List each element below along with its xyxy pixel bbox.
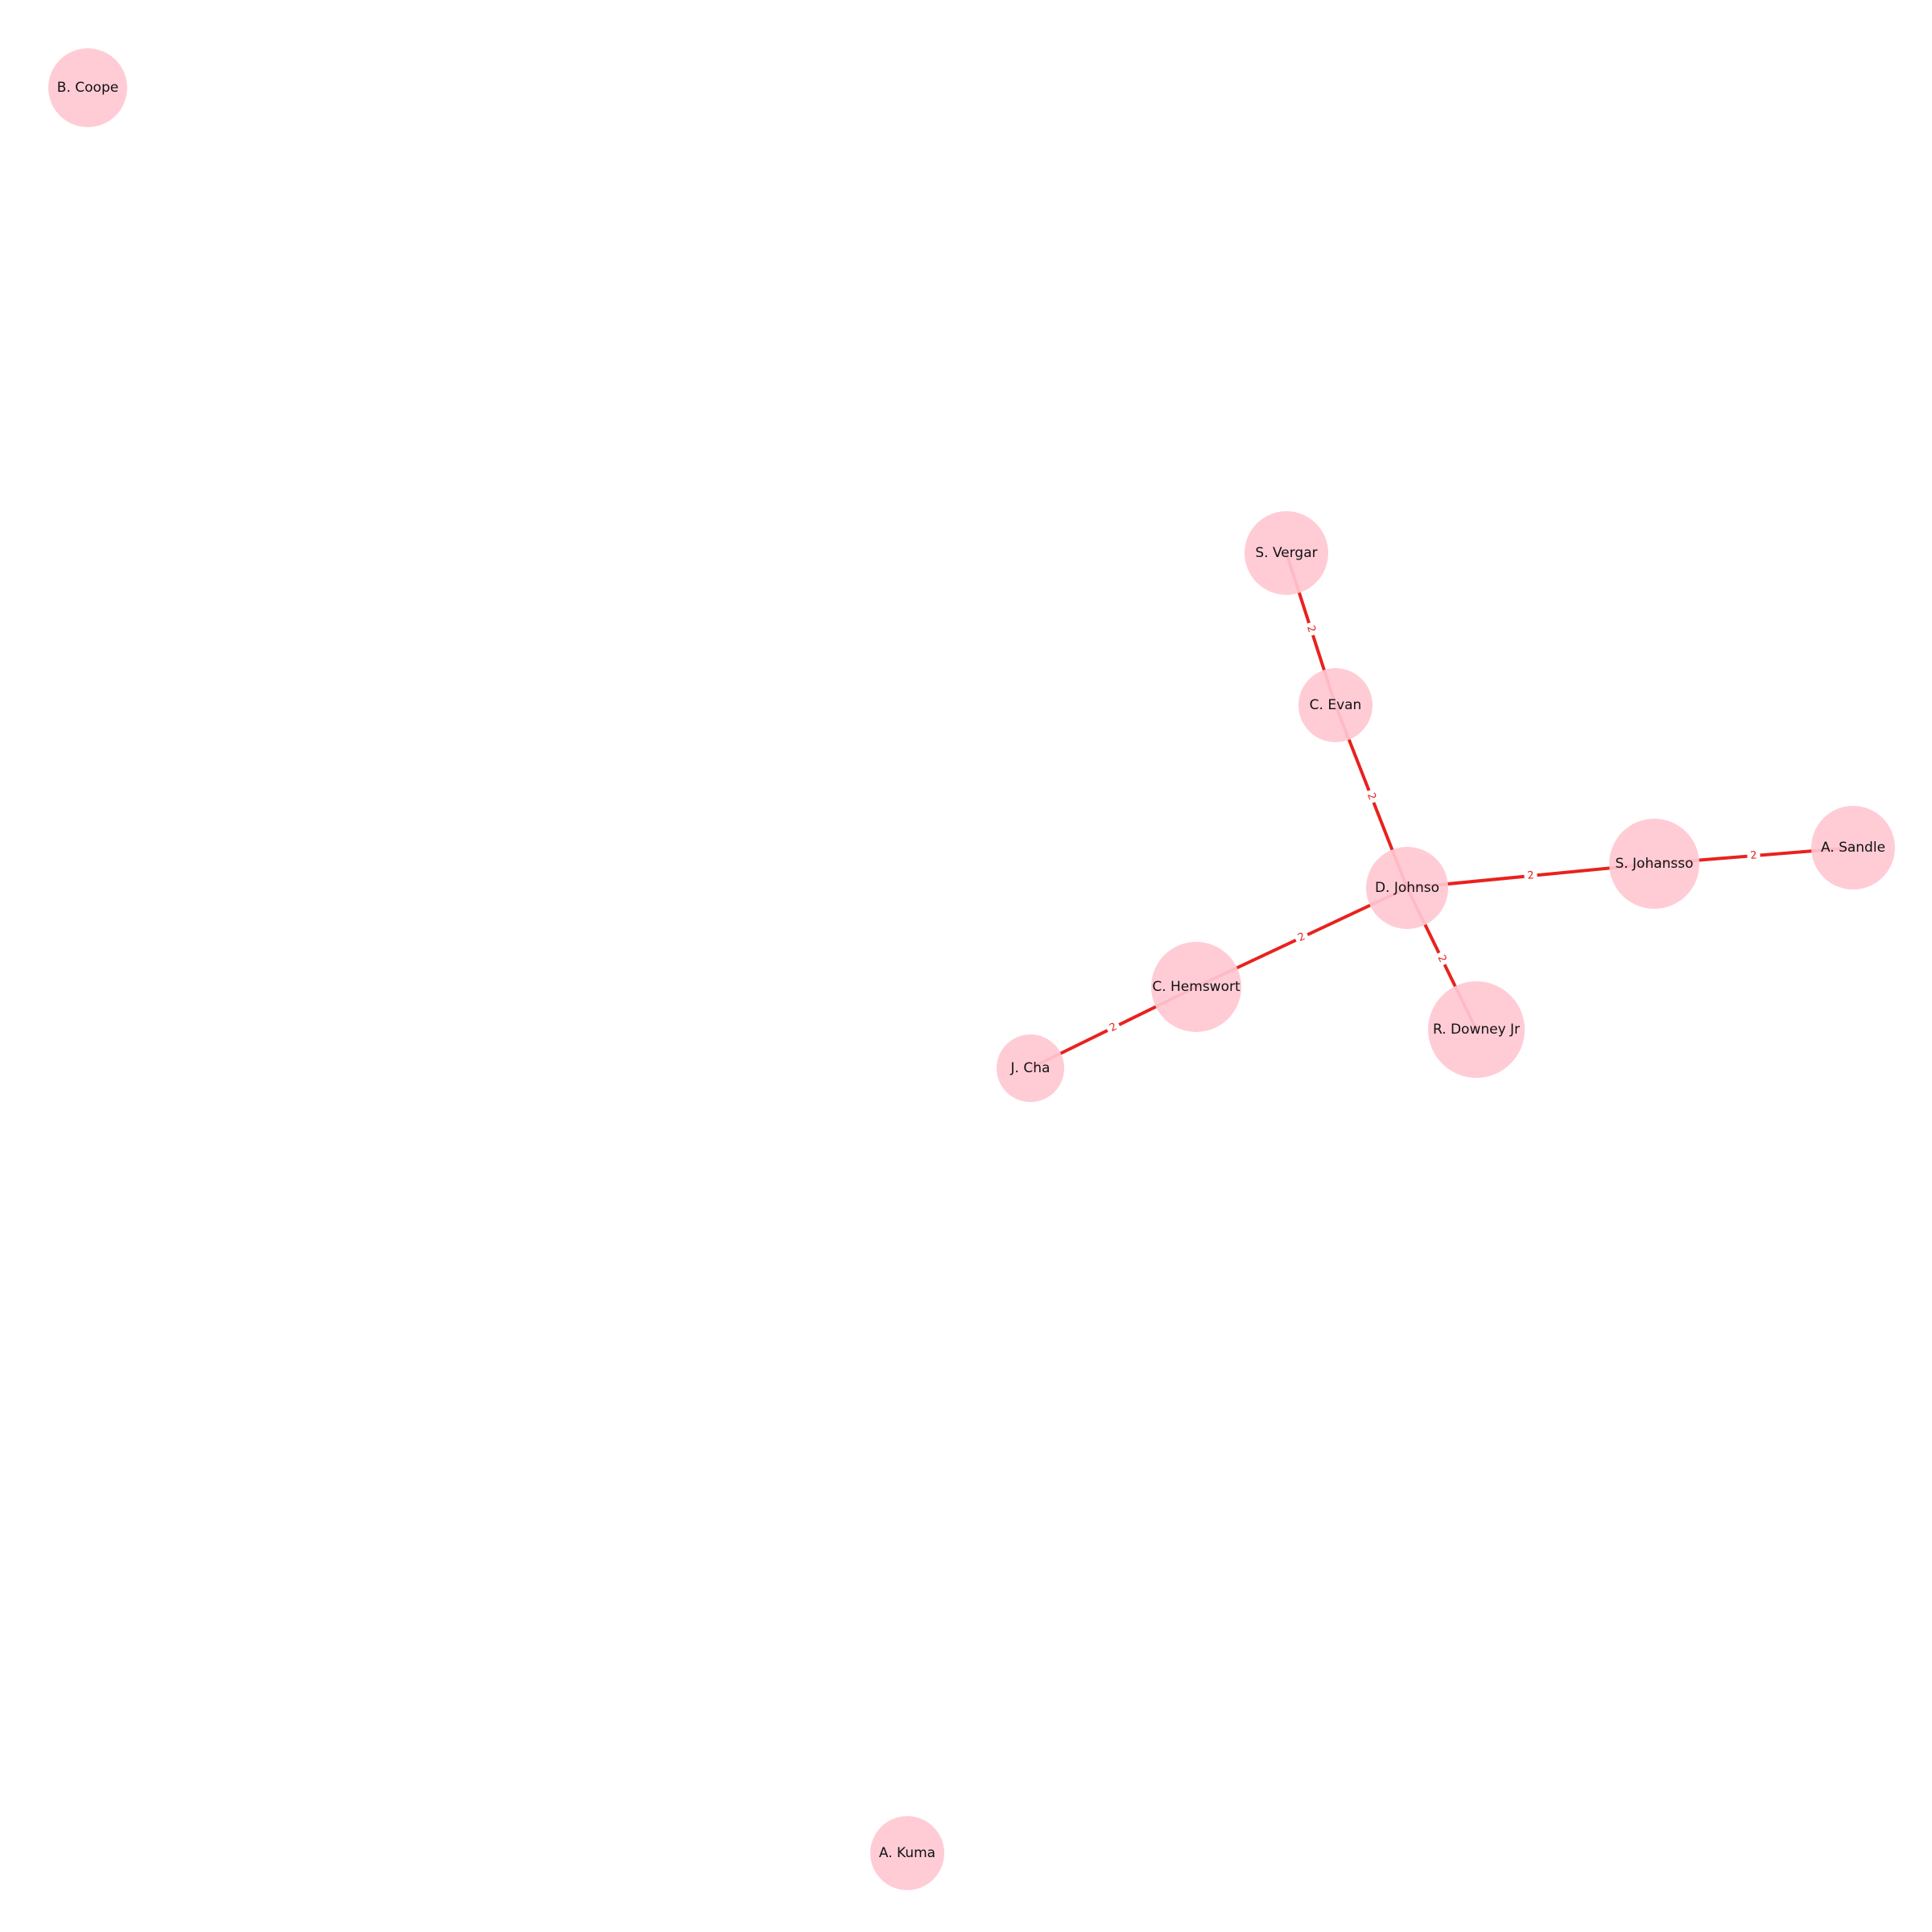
node-label: S. Vergar — [1255, 545, 1317, 561]
nodes-layer: B. Coope S. Vergar C. Evan D. Johnso S. Joha… — [48, 48, 1895, 1890]
edge-weight-label: 2 — [1292, 927, 1311, 947]
node-c_hemswort: C. Hemswort — [1151, 942, 1241, 1032]
node-circle — [1366, 847, 1448, 929]
node-label: J. Cha — [1010, 1060, 1051, 1076]
node-circle — [997, 1034, 1064, 1102]
edge-weight-label: 2 — [1302, 621, 1320, 638]
node-label: B. Coope — [57, 80, 118, 96]
node-b_coope: B. Coope — [48, 48, 127, 127]
edge-weight-label: 2 — [1746, 848, 1761, 864]
node-label: A. Sandle — [1821, 840, 1885, 856]
edge-weight-label: 2 — [1432, 949, 1451, 968]
node-a_kuma: A. Kuma — [870, 1816, 944, 1890]
node-label: D. Johnso — [1375, 880, 1439, 896]
node-label: R. Downey Jr — [1433, 1022, 1520, 1038]
node-d_johnso: D. Johnso — [1366, 847, 1448, 929]
edge-label-background — [1302, 621, 1320, 638]
node-s_vergar: S. Vergar — [1245, 511, 1328, 595]
edge-weight-label: 2 — [1362, 787, 1381, 806]
edge-weight-label: 2 — [1523, 868, 1538, 884]
node-circle — [1245, 511, 1328, 595]
edge-label-background — [1104, 1018, 1123, 1038]
node-j_cha: J. Cha — [997, 1034, 1064, 1102]
node-circle — [1609, 819, 1699, 909]
node-label: S. Johansso — [1615, 856, 1693, 872]
edge-label-background — [1362, 787, 1381, 806]
node-a_sandle: A. Sandle — [1811, 806, 1895, 890]
edge-label-background — [1432, 949, 1451, 968]
node-label: C. Hemswort — [1152, 979, 1241, 995]
node-label: C. Evan — [1310, 697, 1362, 713]
edge-label-background — [1292, 927, 1311, 947]
edge-label-background — [1746, 848, 1761, 864]
edge-weight-text: 2 — [1750, 849, 1757, 862]
node-s_johansso: S. Johansso — [1609, 819, 1699, 909]
node-circle — [870, 1816, 944, 1890]
node-circle — [1151, 942, 1241, 1032]
node-circle — [48, 48, 127, 127]
node-circle — [1428, 981, 1525, 1078]
node-circle — [1811, 806, 1895, 890]
node-c_evan: C. Evan — [1298, 668, 1373, 742]
edge-label-background — [1523, 868, 1538, 884]
node-circle — [1298, 668, 1373, 742]
edge-weight-label: 2 — [1104, 1018, 1123, 1038]
edge-weight-text: 2 — [1527, 869, 1535, 882]
node-r_downey_jr: R. Downey Jr — [1428, 981, 1525, 1078]
node-label: A. Kuma — [879, 1845, 935, 1861]
